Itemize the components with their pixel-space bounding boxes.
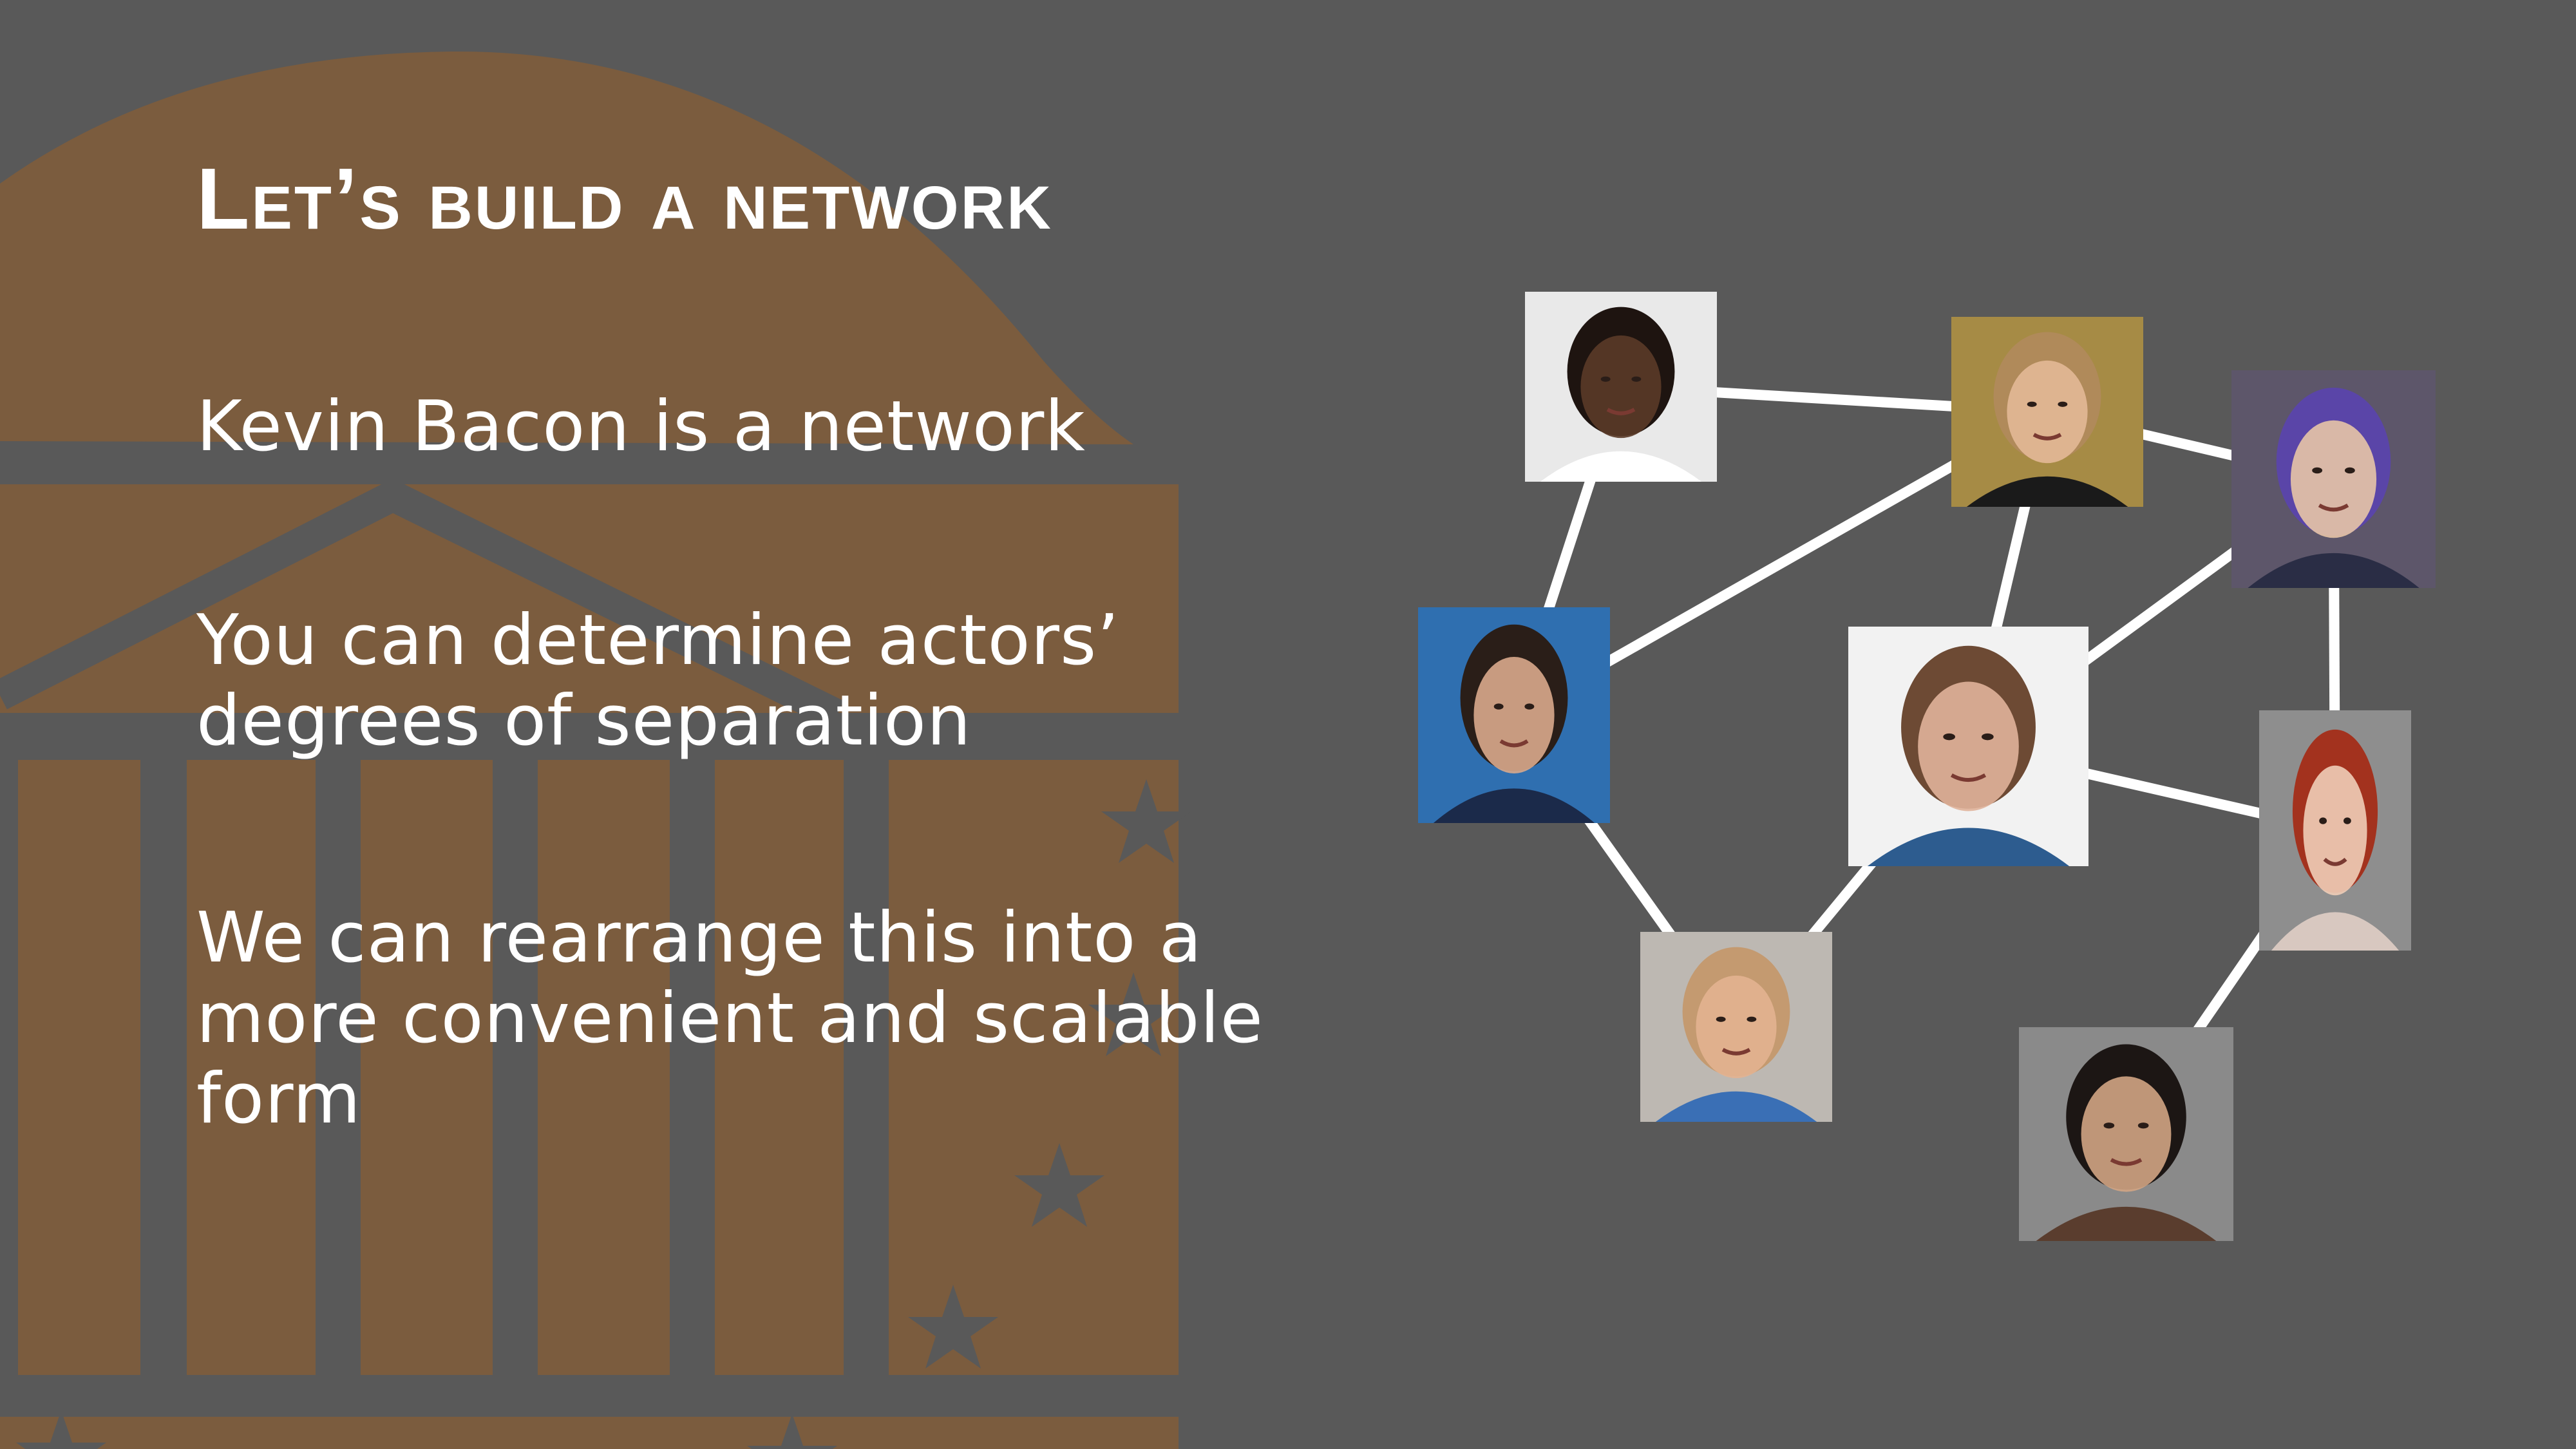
column-shape [18, 760, 140, 1375]
slide-title: Let’s build a network [196, 150, 1053, 247]
person-eye [2058, 401, 2068, 407]
column-shape [538, 760, 670, 1375]
star-icon [747, 1414, 837, 1449]
star-icon [1014, 1143, 1104, 1227]
person-shoulders [2271, 912, 2400, 951]
person-shoulders [2036, 1206, 2217, 1241]
base-shape [0, 1417, 1179, 1449]
network-nodes [1418, 292, 2436, 1241]
person-face [2290, 420, 2377, 538]
column-shape [715, 760, 844, 1375]
column-shape [889, 760, 1179, 1375]
person-eye [1716, 1016, 1726, 1022]
person-eye [2344, 467, 2355, 474]
person-shoulders [1540, 451, 1702, 482]
bullet-text: Kevin Bacon is a network [196, 386, 1086, 467]
bullet-list: Kevin Bacon is a network You can determi… [196, 386, 1291, 1139]
person-face [1918, 681, 2019, 811]
person-face [1696, 975, 1777, 1079]
person-mouth [1606, 408, 1636, 415]
person-eye [2312, 467, 2323, 474]
person-eye [1943, 733, 1955, 741]
person-shoulders [1433, 788, 1595, 823]
column-shape [187, 760, 316, 1375]
person-mouth [2318, 503, 2349, 512]
person-eye [2319, 817, 2327, 824]
bullet-text: We can rearrange this into a more conven… [196, 898, 1264, 1139]
actor-photo-node [2259, 710, 2411, 951]
person-eye [1982, 733, 1994, 741]
person-shoulders [1655, 1091, 1817, 1122]
dome-shape [0, 51, 1133, 445]
actor-photo-node [1848, 627, 2088, 866]
person-face [2007, 360, 2088, 464]
person-eye [1747, 1016, 1757, 1022]
star-icon [1088, 972, 1179, 1056]
person-mouth [2323, 857, 2347, 866]
person-eye [1493, 703, 1504, 710]
person-mouth [1721, 1048, 1751, 1056]
person-mouth [2110, 1158, 2143, 1166]
person-mouth [1499, 739, 1529, 748]
person-eye [2103, 1122, 2115, 1129]
person-eye [2343, 817, 2351, 824]
column-shape [361, 760, 493, 1375]
person-mouth [2032, 433, 2062, 440]
cornice-gap [0, 454, 1179, 484]
actor-photo-node [2231, 370, 2436, 588]
bullet-text: You can determine actors’ degrees of sep… [196, 600, 1120, 761]
star-icon [908, 1285, 998, 1368]
person-eye [1631, 376, 1642, 382]
frieze-gap [0, 713, 1179, 760]
person-shoulders [1966, 476, 2128, 507]
actor-photo-node [1640, 932, 1832, 1122]
star-icon [1101, 779, 1191, 863]
star-icon [16, 1410, 106, 1449]
pediment-outline [0, 478, 844, 729]
actor-photo-node [1418, 607, 1610, 823]
actor-photo-node [1525, 292, 1717, 482]
person-eye [1524, 703, 1535, 710]
person-shoulders [1867, 828, 2070, 866]
person-face [2081, 1076, 2172, 1192]
person-eye [2027, 401, 2037, 407]
person-face [2303, 765, 2367, 896]
person-mouth [1950, 773, 1987, 782]
actor-photo-node [1951, 317, 2143, 507]
base-gap [0, 1375, 1179, 1417]
person-eye [1600, 376, 1611, 382]
person-face [1580, 335, 1662, 439]
actor-photo-node [2019, 1027, 2233, 1241]
person-shoulders [2248, 553, 2420, 588]
person-eye [2137, 1122, 2149, 1129]
person-face [1473, 657, 1555, 773]
